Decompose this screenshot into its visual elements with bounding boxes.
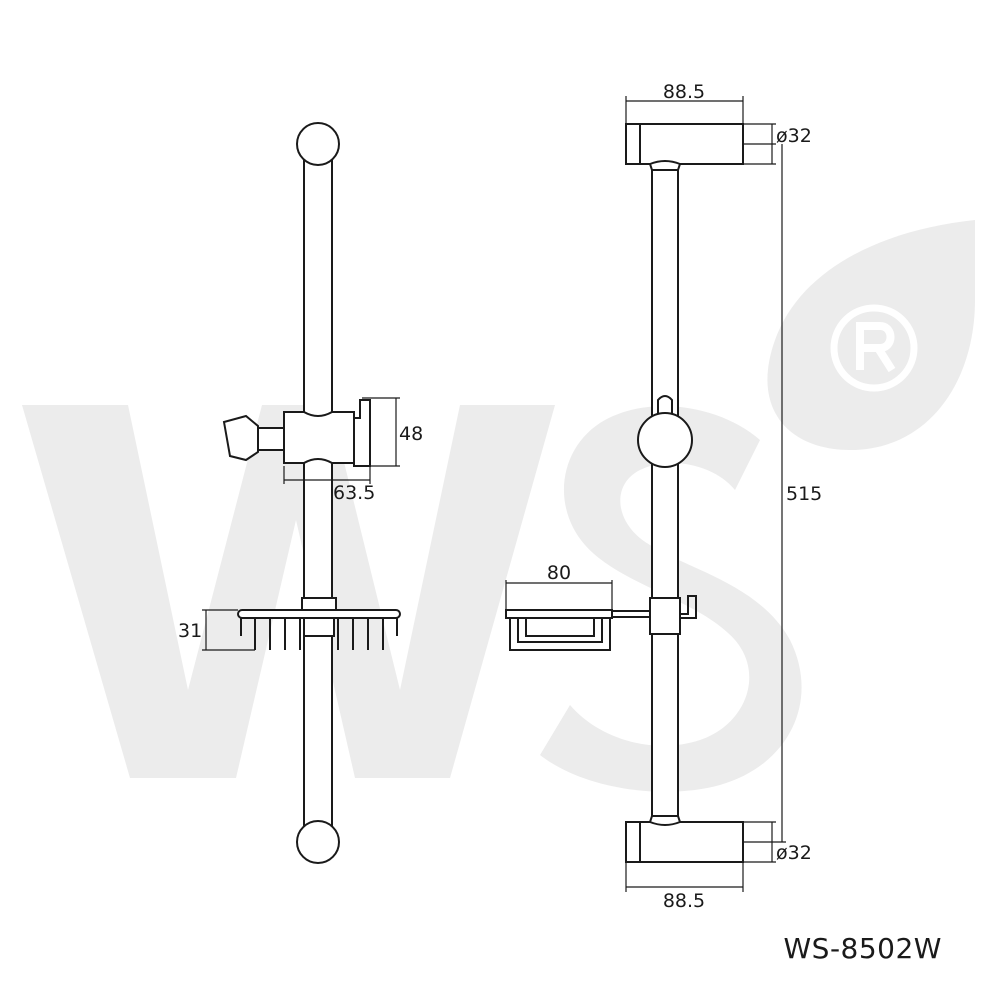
dim-label-48: 48 xyxy=(399,423,423,445)
model-number: WS-8502W xyxy=(783,932,942,965)
side-view: 88.5 ø32 515 80 ø32 xyxy=(505,81,822,912)
dim-holder-width: 63.5 xyxy=(283,466,375,504)
side-top-bracket xyxy=(625,123,744,171)
front-bottom-end-cap xyxy=(296,820,340,864)
front-view: 48 63.5 31 xyxy=(178,122,423,864)
dim-label-88-5-bottom: 88.5 xyxy=(663,890,705,912)
front-shower-holder xyxy=(222,399,371,467)
registered-mark-r xyxy=(856,322,896,373)
dim-top-bracket-width: 88.5 xyxy=(625,81,744,124)
registered-mark-circle xyxy=(830,304,918,392)
dim-bottom-bracket-width: 88.5 xyxy=(625,862,744,912)
dim-overall-height: 515 xyxy=(743,144,822,843)
front-rail xyxy=(303,159,333,833)
front-top-end-cap xyxy=(296,122,340,166)
dim-label-515: 515 xyxy=(786,483,822,505)
dim-label-88-5-top: 88.5 xyxy=(663,81,705,103)
side-soap-dish xyxy=(505,595,697,651)
dim-soap-dish-width: 80 xyxy=(505,562,613,610)
side-holder-knob xyxy=(637,395,693,468)
dim-basket-height: 31 xyxy=(178,609,255,651)
dim-label-63-5: 63.5 xyxy=(333,482,375,504)
watermark-logo: ® xyxy=(22,220,975,792)
watermark-w-letter xyxy=(22,405,555,778)
dim-label-80: 80 xyxy=(547,562,571,584)
dim-label-o32-top: ø32 xyxy=(776,125,812,147)
dim-label-o32-bottom: ø32 xyxy=(776,842,812,864)
front-soap-basket xyxy=(237,597,401,650)
side-bottom-bracket xyxy=(625,815,744,863)
side-rail xyxy=(651,163,679,821)
dim-top-bracket-diameter: ø32 xyxy=(743,123,812,165)
dim-bottom-bracket-diameter: ø32 xyxy=(743,821,812,864)
dim-holder-height: 48 xyxy=(362,397,423,467)
watermark-s-letter xyxy=(540,406,802,792)
watermark-leaf-shape xyxy=(767,220,975,450)
dim-label-31: 31 xyxy=(178,620,202,642)
